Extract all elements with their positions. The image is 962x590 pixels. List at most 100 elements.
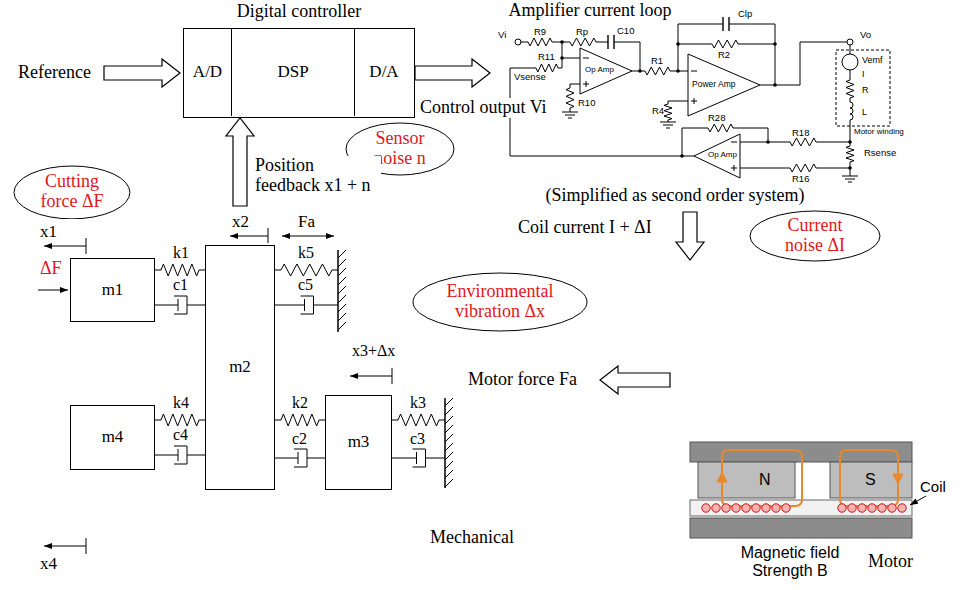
component-label: Vi [498,30,506,40]
terminal-symbol [515,39,521,45]
junction-dot [676,69,680,73]
component-label: R9 [534,27,546,37]
resistor-symbol [664,104,672,120]
label-anchor: Reference [18,62,91,83]
label-anchor: Vo [860,30,871,40]
ground-symbol [842,176,858,177]
field-line [840,450,898,506]
wall-hatch [445,407,453,415]
component-label: I [862,70,865,79]
junction-dot [773,83,777,87]
component-label: R4 [652,106,664,116]
coil-winding [888,504,896,512]
coordinate-label: x3+Δx [352,342,395,360]
ellipse-shape [750,211,880,261]
block-label: A/D [193,63,222,82]
mass-box: m4 [70,405,155,470]
label-anchor: Vemf [862,56,883,65]
junction-dot [680,154,684,158]
text-holder: (Simplified as second order system) [490,186,860,206]
spring-connector [275,414,325,426]
junction-dot [560,40,564,44]
wall-hatch [445,461,453,469]
noise-ellipse: Environmental vibration Δx [412,272,588,332]
hollow-arrow [104,59,180,87]
block-label: DSP [277,63,308,82]
opamp-symbol [688,54,760,116]
damper-connector [155,296,205,314]
spring-label: k2 [292,394,308,412]
label-anchor: Power Amp [692,80,735,89]
label-anchor: k4 [173,394,189,412]
junction-dot [848,140,852,144]
circuit-wire [816,168,850,169]
label-anchor: R28 [708,113,725,123]
magnet-pole [830,462,912,498]
motor-base [690,518,912,538]
component-label: R2 [718,50,730,60]
wall-hatch [445,443,453,451]
label-anchor: Rp [576,27,588,37]
processor-cell: DSP [232,29,354,116]
component-label: Power Amp [692,80,735,89]
field-label: Magnetic field Strength B [728,544,852,581]
coordinate-label: x4 [40,554,57,574]
resistor-symbol [528,38,552,46]
label-anchor: R10 [578,98,595,108]
edge-label: Coil current I + ΔI [518,218,652,238]
circuit-wire [558,68,562,69]
capacitor-symbol [728,17,729,31]
component-label: Clp [738,9,752,19]
opamp-symbol [580,48,632,94]
circuit-wire [850,98,851,102]
label-anchor: c3 [410,430,425,448]
label-anchor: Control output Vi [420,98,547,118]
coil-winding [772,504,780,512]
resistor-symbol [790,164,816,172]
coil-winding [858,504,866,512]
component-label: Op Amp [708,151,737,159]
edge-label: Position feedback x1 + n [255,156,381,196]
label-anchor: C10 [617,26,634,36]
signal-label: Reference [18,62,91,83]
spring-label: c4 [173,426,188,444]
circuit-wire [510,68,536,69]
ground-symbol [848,182,852,183]
label-anchor: k3 [410,394,426,412]
field-arrow [717,472,727,482]
label-anchor: ΔF [40,258,62,279]
label-anchor: Vsense [514,72,546,82]
opamp-symbol [694,134,740,178]
coil-winding [742,504,750,512]
wall-hatch [338,286,346,294]
wall-hatch [445,416,453,424]
component-label: R [862,86,869,95]
label-anchor: Clp [738,9,752,19]
label-anchor: k5 [298,244,314,262]
resistor-symbol [846,146,854,162]
ground-symbol [845,179,855,180]
damper-symbol [275,296,338,314]
wall-hatch [445,434,453,442]
circuit-wire [521,42,528,43]
label-anchor: Position feedback x1 + n [255,156,381,196]
junction-dot [848,166,852,170]
block-label: D/A [369,63,398,82]
coil-winding [722,504,730,512]
junction-dot [773,42,777,46]
spring-label: k5 [298,244,314,262]
section-title: Mechanical [430,528,514,548]
damper-symbol [392,449,445,467]
text-holder: m1 [71,259,154,321]
wall-hatch [338,268,346,276]
coordinate-arrow [350,376,392,377]
ground-symbol [562,112,578,113]
text-holder: Environmental vibration Δx [412,272,588,332]
coordinate-arrow [44,546,86,547]
circuit-wire [850,70,851,80]
amplifier-circuit [510,17,890,182]
coordinate-label: x2 [232,212,249,232]
junction-dot [766,140,770,144]
coil-winding [732,504,740,512]
wall-hatch [445,425,453,433]
